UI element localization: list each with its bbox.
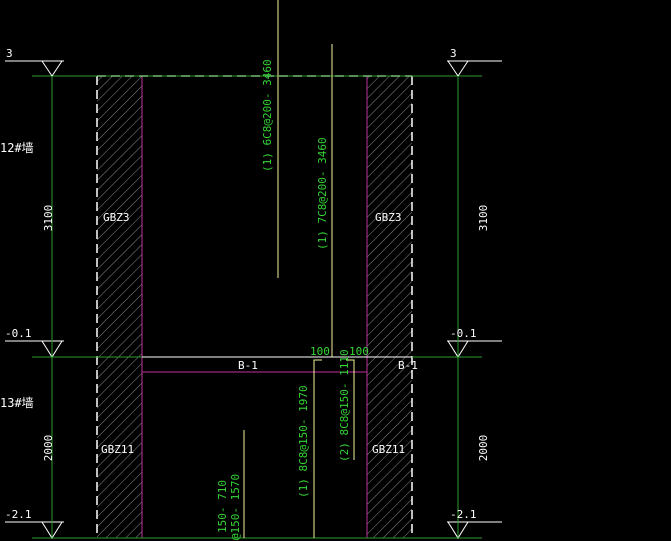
level-marker-top-left-icon — [41, 60, 63, 77]
rebar-label-lower-left-2: 150- 710 — [216, 480, 229, 533]
rebar-label-upper-2: (1) 7C8@200- 3460 — [316, 137, 329, 250]
rebar-line-lower-2 — [346, 359, 355, 460]
level-label-bottom-right: -2.1 — [450, 508, 477, 521]
upper-height-dimension-right: 3100 — [477, 205, 490, 232]
level-label-mid-left: -0.1 — [5, 327, 32, 340]
column-label-lower-right: GBZ11 — [372, 443, 405, 456]
rebar-label-lower-1: (1) 8C8@150- 1970 — [297, 385, 310, 498]
rebar-label-upper-1: (1) 6C8@200- 3460 — [261, 59, 274, 172]
level-label-bottom-left: -2.1 — [5, 508, 32, 521]
left-column-hatch — [97, 76, 142, 538]
column-label-upper-right: GBZ3 — [375, 211, 402, 224]
beam-label-left: B-1 — [238, 359, 258, 372]
column-label-upper-left: GBZ3 — [103, 211, 130, 224]
lower-height-dimension-left: 2000 — [42, 435, 55, 462]
column-label-lower-left: GBZ11 — [101, 443, 134, 456]
upper-height-dimension-left: 3100 — [42, 205, 55, 232]
beam-label-right: B-1 — [398, 359, 418, 372]
upper-wall-label: 12#墙 — [0, 141, 34, 155]
anchor-length-right: 100 — [349, 345, 369, 358]
level-label-top-right: 3 — [450, 47, 457, 60]
right-column-hatch — [367, 76, 412, 538]
level-label-mid-right: -0.1 — [450, 327, 477, 340]
level-label-top-left: 3 — [6, 47, 13, 60]
rebar-line-lower-1 — [313, 359, 322, 538]
anchor-length-left: 100 — [310, 345, 330, 358]
lower-wall-label: 13#墙 — [0, 396, 34, 410]
rebar-label-lower-2: (2) 8C8@150- 1110 — [338, 349, 351, 462]
level-marker-top-right-icon — [447, 60, 469, 77]
lower-height-dimension-right: 2000 — [477, 435, 490, 462]
rebar-label-lower-left-1: 8C8@150- 1570 — [229, 474, 242, 541]
